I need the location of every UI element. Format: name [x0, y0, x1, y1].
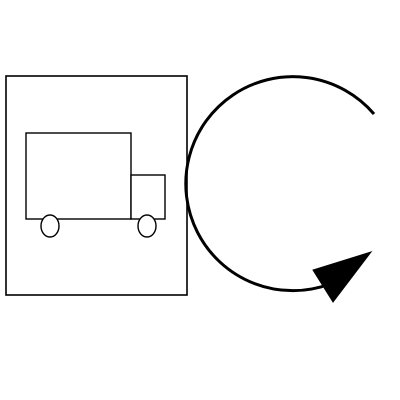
truck-rear-wheel: [40, 214, 60, 238]
truck-front-wheel: [137, 214, 157, 238]
circular-arrow-arc: [184, 75, 376, 293]
truck-cargo-box: [25, 132, 132, 220]
circular-arrow-icon: [184, 75, 376, 303]
circular-arrow-head: [312, 251, 373, 303]
truck-cab: [130, 174, 166, 220]
truck-icon: [25, 132, 166, 238]
